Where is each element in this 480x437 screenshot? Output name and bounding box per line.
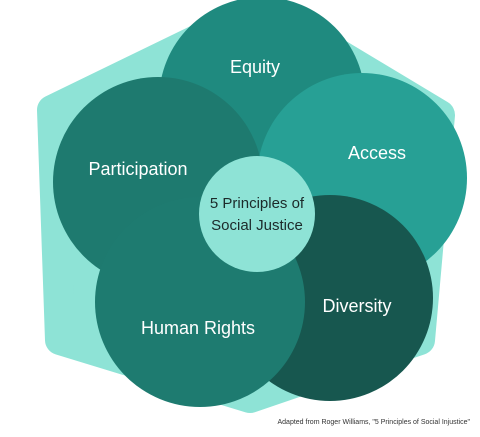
- center-title-line-1: 5 Principles of: [210, 195, 305, 212]
- participation-label: Participation: [88, 159, 187, 179]
- center-title-line-2: Social Justice: [211, 217, 303, 234]
- equity-label: Equity: [230, 57, 280, 77]
- human-rights-label: Human Rights: [141, 318, 255, 338]
- center-circle: [199, 156, 315, 272]
- source-caption: Adapted from Roger Williams, "5 Principl…: [277, 419, 471, 426]
- access-label: Access: [348, 143, 406, 163]
- diversity-label: Diversity: [322, 296, 391, 316]
